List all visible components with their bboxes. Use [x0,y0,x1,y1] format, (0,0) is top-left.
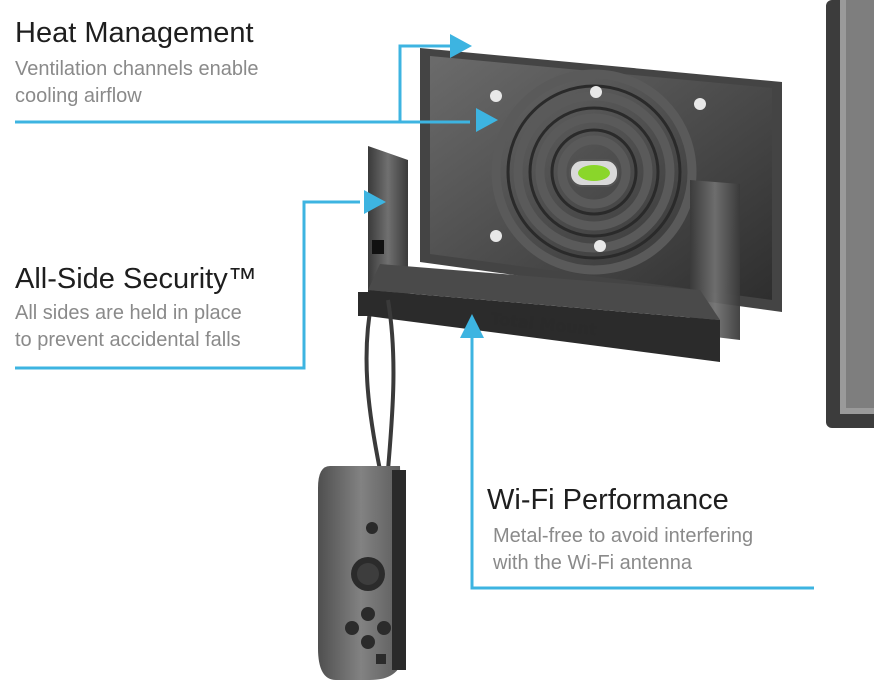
dpad-button-down [361,635,375,649]
screw-hole [594,240,606,252]
heat-management-title: Heat Management [15,17,254,49]
all-side-security-description: All sides are held in place to prevent a… [15,300,242,354]
arrow-right-icon [364,190,386,214]
capture-button [376,654,386,664]
arrow-right-icon [450,34,472,58]
security-desc-line-2: to prevent accidental falls [15,329,241,351]
joy-con-controller [318,292,406,680]
wifi-performance-title: Wi-Fi Performance [487,484,729,516]
bubble-level [569,159,619,187]
dpad-button-up [361,607,375,621]
wifi-desc-line-2: with the Wi-Fi antenna [493,552,692,574]
tv-edge [826,0,874,428]
screw-hole [490,90,502,102]
screw-hole [694,98,706,110]
heat-desc-line-1: Ventilation channels enable [15,58,259,80]
wifi-performance-description: Metal-free to avoid interfering with the… [493,523,753,577]
screw-hole [590,86,602,98]
dpad-button-right [377,621,391,635]
minus-button [366,522,378,534]
all-side-security-title: All-Side Security™ [15,263,257,295]
vent-rings [491,69,697,275]
callout-security [15,190,386,370]
heat-management-description: Ventilation channels enable cooling airf… [15,56,259,110]
security-desc-line-1: All sides are held in place [15,302,242,324]
callout-heat [15,34,498,132]
dpad-button-left [345,621,359,635]
wall-mount: Total Mount [368,48,782,362]
screw-hole [490,230,502,242]
arrow-right-icon [476,108,498,132]
arrow-up-icon [460,314,484,338]
heat-desc-line-2: cooling airflow [15,85,142,107]
wifi-desc-line-1: Metal-free to avoid interfering [493,525,754,547]
callout-wifi [460,314,814,590]
